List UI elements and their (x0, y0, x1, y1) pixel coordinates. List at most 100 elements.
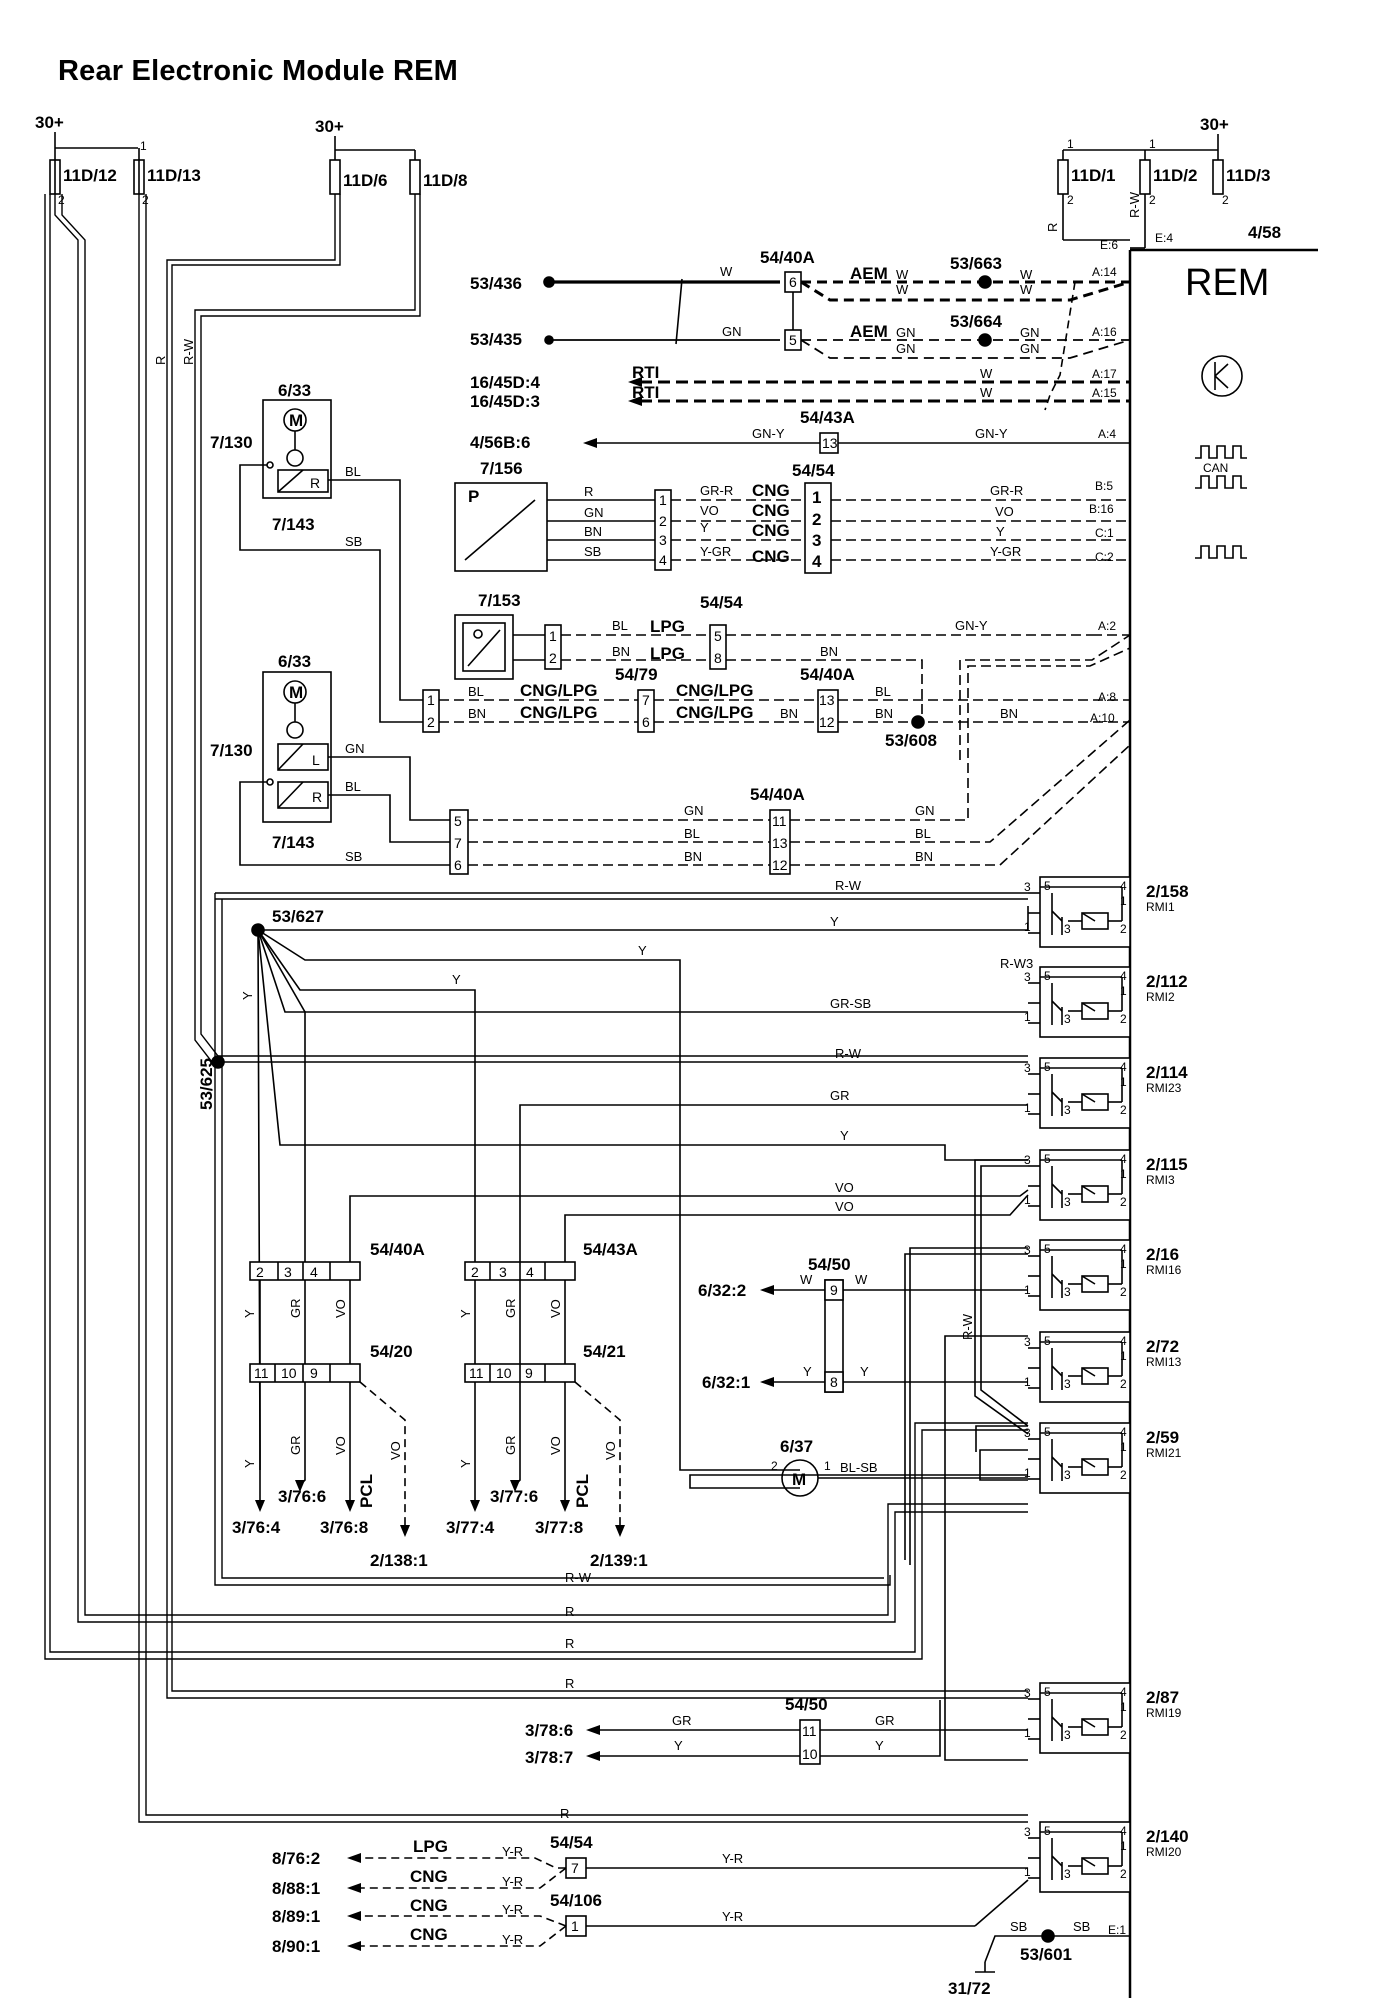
svg-text:BN: BN (612, 644, 630, 659)
k-line-icon (1201, 355, 1243, 397)
svg-text:Y: Y (242, 1309, 257, 1318)
svg-text:SB: SB (345, 534, 362, 549)
relay-ext-pin-3: 3 (1024, 1686, 1031, 1700)
svg-text:Y: Y (638, 943, 647, 958)
svg-text:1: 1 (1067, 137, 1074, 151)
conn-54-54-upper: 54/54 (792, 461, 835, 480)
fuse-group-right: 30+ 1 1 11D/1 11D/2 11D/3 2 2 2 R R-W (1045, 115, 1270, 249)
can-label: CAN (1203, 461, 1228, 475)
relay-name-label: RMI21 (1146, 1446, 1182, 1460)
svg-text:BN: BN (875, 706, 893, 721)
svg-text:Y-R: Y-R (502, 1874, 523, 1889)
dest-3-76-6: 3/76:6 (278, 1487, 326, 1506)
relay-pin-1: 1 (1120, 1700, 1127, 1714)
svg-text:3: 3 (499, 1264, 507, 1280)
svg-text:GR: GR (830, 1088, 850, 1103)
relay-ref-label: 2/16 (1146, 1245, 1179, 1264)
svg-text:BN: BN (468, 706, 486, 721)
conn-54-43a-bottom: 54/43A (583, 1240, 638, 1259)
dest-2-139-1: 2/139:1 (590, 1551, 648, 1570)
rem-pin-a8: A:8 (1098, 690, 1116, 704)
lpg-label-1: LPG (650, 617, 685, 636)
dest-6-32-1: 6/32:1 (702, 1373, 750, 1392)
svg-text:6: 6 (454, 857, 462, 873)
svg-text:W: W (800, 1272, 813, 1287)
pressure-icon: P (468, 487, 479, 506)
relay-pin-3: 3 (1064, 1377, 1071, 1391)
fuse-11d3 (1212, 159, 1224, 195)
motor-icon-2: M (289, 683, 303, 702)
svg-text:2: 2 (1067, 193, 1074, 207)
plus30-right: 30+ (1200, 115, 1229, 134)
can-bus-icon: CAN (1195, 445, 1247, 489)
svg-text:7: 7 (571, 1860, 579, 1876)
svg-text:GR: GR (288, 1299, 303, 1319)
aem-label-1: AEM (850, 264, 888, 283)
relay-ext-pin-3: 3 (1024, 1335, 1031, 1349)
svg-text:R: R (1045, 223, 1060, 232)
relay-pin-2: 2 (1120, 1867, 1127, 1881)
rem-pin-a17: A:17 (1092, 367, 1117, 381)
svg-text:Y: Y (700, 520, 709, 535)
svg-text:2: 2 (549, 650, 557, 666)
dest-6-32-2: 6/32:2 (698, 1281, 746, 1300)
relay-pin-2: 2 (1120, 1468, 1127, 1482)
conn-54-50-lower: 54/50 (785, 1695, 828, 1714)
relay-ref-label: 2/115 (1146, 1155, 1188, 1174)
svg-text:W: W (980, 385, 993, 400)
cng-label-4: CNG (752, 547, 790, 566)
relay-pin-2: 2 (1120, 1012, 1127, 1026)
relay-ext-pin-1: 1 (1024, 1010, 1031, 1024)
svg-text:R-W: R-W (565, 1570, 592, 1585)
svg-text:BL: BL (345, 779, 361, 794)
svg-text:R: R (565, 1604, 574, 1619)
svg-text:BL: BL (875, 684, 891, 699)
svg-text:BN: BN (584, 524, 602, 539)
svg-text:GR: GR (875, 1713, 895, 1728)
cng-label-bottom-1: CNG (410, 1867, 448, 1886)
rem-pin-a2: A:2 (1098, 619, 1116, 633)
conn-54-79: 54/79 (615, 665, 658, 684)
svg-text:GR: GR (288, 1436, 303, 1456)
svg-text:4: 4 (659, 552, 667, 568)
svg-text:R-W: R-W (181, 338, 196, 365)
relay-pin-2: 2 (1120, 1103, 1127, 1117)
svg-text:5: 5 (714, 628, 722, 644)
svg-text:13: 13 (772, 835, 788, 851)
svg-text:W: W (1020, 267, 1033, 282)
svg-text:R: R (312, 789, 322, 805)
relay-pin-2: 2 (1120, 1195, 1127, 1209)
svg-text:R-W: R-W (1127, 191, 1142, 218)
svg-text:Y: Y (996, 524, 1005, 539)
relay-name-label: RMI23 (1146, 1081, 1182, 1095)
relay-pin-4: 4 (1120, 1425, 1127, 1439)
svg-text:Y-R: Y-R (502, 1844, 523, 1859)
svg-text:Y: Y (860, 1364, 869, 1379)
splice-53-664-label: 53/664 (950, 312, 1003, 331)
svg-text:1: 1 (812, 488, 821, 507)
plus30-mid: 30+ (315, 117, 344, 136)
motor-6-37: M 6/37 2 1 BL-SB (771, 1437, 1028, 1497)
relay-pin-3: 3 (1064, 1103, 1071, 1117)
svg-text:Y-R: Y-R (722, 1909, 743, 1924)
svg-text:GN-Y: GN-Y (752, 426, 785, 441)
relay-pin-1: 1 (1120, 1349, 1127, 1363)
lower-54-50-group: 11 10 54/50 GR GR Y Y 3/78:6 3/78:7 (525, 1695, 1028, 1767)
svg-text:5: 5 (789, 332, 797, 348)
relay-pin-5: 5 (1044, 1685, 1051, 1699)
fuse-11d1 (1057, 159, 1069, 195)
dest-8-76-2: 8/76:2 (272, 1849, 320, 1868)
splice-53-601-label: 53/601 (1020, 1945, 1072, 1964)
dest-3-77-6: 3/77:6 (490, 1487, 538, 1506)
cng-label-bottom-2: CNG (410, 1896, 448, 1915)
svg-text:Y-GR: Y-GR (990, 544, 1021, 559)
svg-text:GR-R: GR-R (990, 483, 1023, 498)
rem-pin-b16: B:16 (1089, 502, 1114, 516)
conn-54-50-upper: 54/50 (808, 1255, 851, 1274)
relay-pin-3: 3 (1064, 1012, 1071, 1026)
rem-pin-a10: A:10 (1090, 711, 1115, 725)
relay-pin-5: 5 (1044, 1060, 1051, 1074)
relay-pin-1: 1 (1120, 1075, 1127, 1089)
